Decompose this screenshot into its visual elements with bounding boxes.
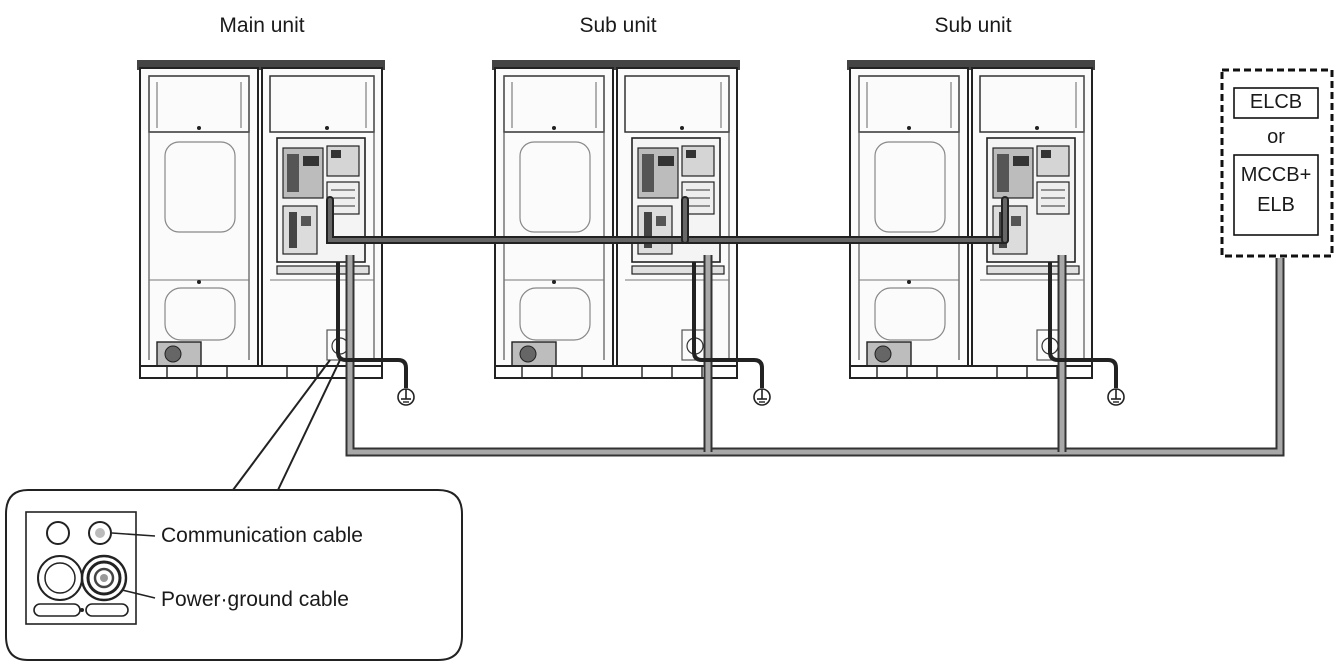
communication-cable-label: Communication cable xyxy=(161,524,363,547)
sub-unit-1-label: Sub unit xyxy=(579,14,657,37)
ground-symbol-3 xyxy=(1107,388,1125,406)
ground-wires xyxy=(336,262,1118,388)
callout-leader xyxy=(232,359,341,491)
elb-label: ELB xyxy=(1257,194,1295,216)
mccb-label: MCCB+ xyxy=(1240,164,1312,186)
main-unit-label: Main unit xyxy=(219,14,305,37)
sub-unit-2-label: Sub unit xyxy=(934,14,1012,37)
ground-symbol-1 xyxy=(397,388,415,406)
breaker-or-label: or xyxy=(1267,126,1285,148)
elcb-box xyxy=(1233,87,1319,119)
communication-port-icon xyxy=(46,521,70,545)
communication-cable xyxy=(326,196,1009,244)
mccb-elb-box xyxy=(1233,154,1319,236)
elcb-label: ELCB xyxy=(1249,91,1303,113)
sub-unit-1-drawing xyxy=(491,59,741,379)
ground-symbol-2 xyxy=(753,388,771,406)
power-ground-cable-label: Power·ground cable xyxy=(161,588,349,611)
power-cable xyxy=(345,255,1285,457)
cable-entry-detail xyxy=(5,489,463,661)
